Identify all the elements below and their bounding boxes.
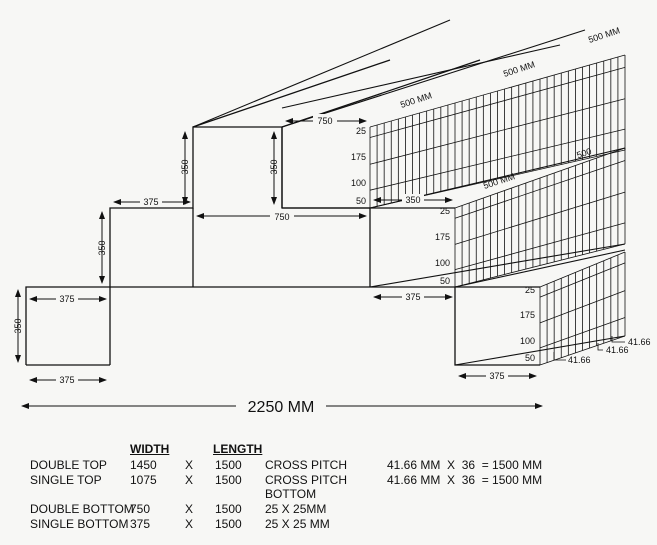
dim-top-back: 350 (405, 195, 420, 205)
lower-box (370, 207, 540, 366)
dim-step1-width: 375 (143, 197, 158, 207)
dim-top-depth: 750 (317, 116, 332, 126)
dim-bottom-height: 350 (13, 318, 23, 333)
pitch-low-2: 100 (520, 336, 535, 346)
pitch-low-3: 50 (525, 353, 535, 363)
pitch-top-0: 25 (356, 126, 366, 136)
dim-step1-height: 350 (97, 240, 107, 255)
dimension-labels: 375 375 375 750 750 350 350 350 350 350 … (13, 114, 508, 416)
mesh-wire (539, 317, 626, 349)
pitch-top-2: 100 (351, 178, 366, 188)
pitch-low-1: 175 (520, 310, 535, 320)
perspective-lines (192, 19, 626, 366)
mesh-wire (369, 128, 626, 191)
front-elevation (25, 59, 481, 366)
cross-pitch-labels: 41.66 41.66 41.66 (568, 337, 651, 365)
overall-dimension: 2250 MM (248, 399, 315, 416)
dim-bottom-back: 375 (405, 292, 420, 302)
mesh-wire (369, 66, 626, 138)
pitch-mid-0: 25 (440, 206, 450, 216)
mesh-wire (369, 98, 626, 165)
step-outline (25, 126, 370, 365)
module-length-3: 500 MM (587, 25, 621, 45)
dim-top-height: 350 (269, 159, 279, 174)
dim-bottom-width: 375 (59, 375, 74, 385)
module-length-5: 500 (575, 146, 592, 160)
cross-pitch-callouts (553, 336, 625, 361)
module-length-2: 500 MM (502, 59, 536, 79)
pitch-labels: 25 175 100 50 25 175 100 50 25 175 100 5… (351, 126, 535, 363)
pitch-mid-3: 50 (440, 276, 450, 286)
cross-pitch-2: 41.66 (606, 345, 629, 355)
cross-pitch-3: 41.66 (568, 355, 591, 365)
mesh-wire (454, 191, 626, 245)
mesh-wire (539, 262, 626, 298)
pitch-top-1: 175 (351, 152, 366, 162)
pitch-mid-2: 100 (435, 258, 450, 268)
mesh-wire (539, 290, 626, 324)
mesh-wire (454, 160, 626, 219)
dim-step2-height: 350 (180, 159, 190, 174)
dim-top-width: 750 (274, 212, 289, 222)
pitch-mid-1: 175 (435, 232, 450, 242)
dim-right-bottom: 375 (489, 371, 504, 381)
pitch-low-0: 25 (525, 285, 535, 295)
cross-pitch-1: 41.66 (628, 337, 651, 347)
dim-bottom-top-width: 375 (59, 294, 74, 304)
mesh-wire (454, 222, 626, 271)
mesh-panels (369, 54, 626, 366)
module-length-1: 500 MM (399, 90, 433, 110)
pitch-top-3: 50 (356, 196, 366, 206)
